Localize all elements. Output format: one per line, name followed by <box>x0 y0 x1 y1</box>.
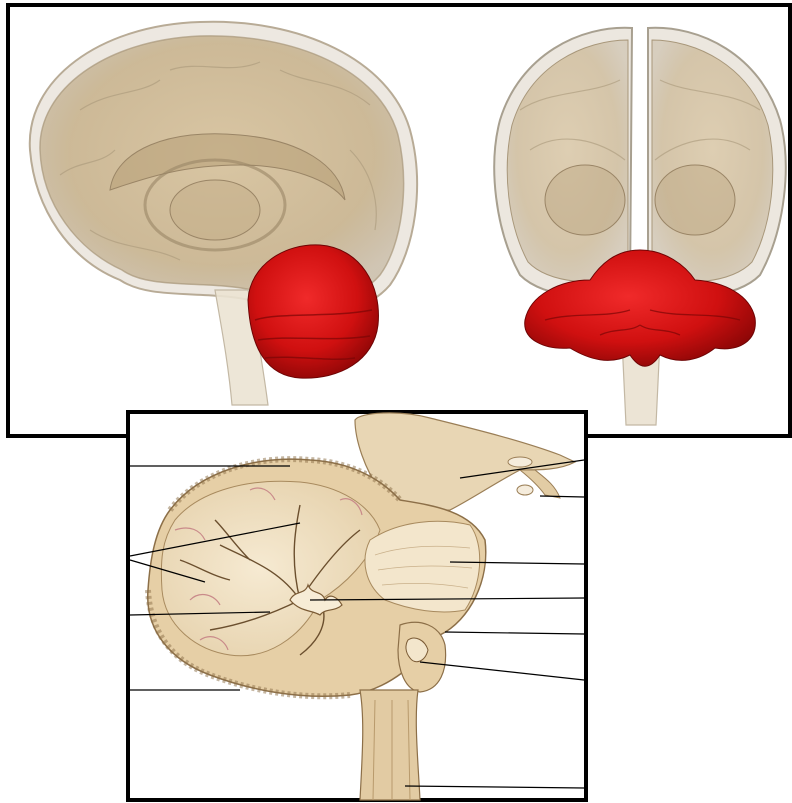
leader-line <box>540 496 584 497</box>
leader-line <box>405 786 584 788</box>
leader-line <box>420 662 584 680</box>
leader-line <box>445 632 584 634</box>
